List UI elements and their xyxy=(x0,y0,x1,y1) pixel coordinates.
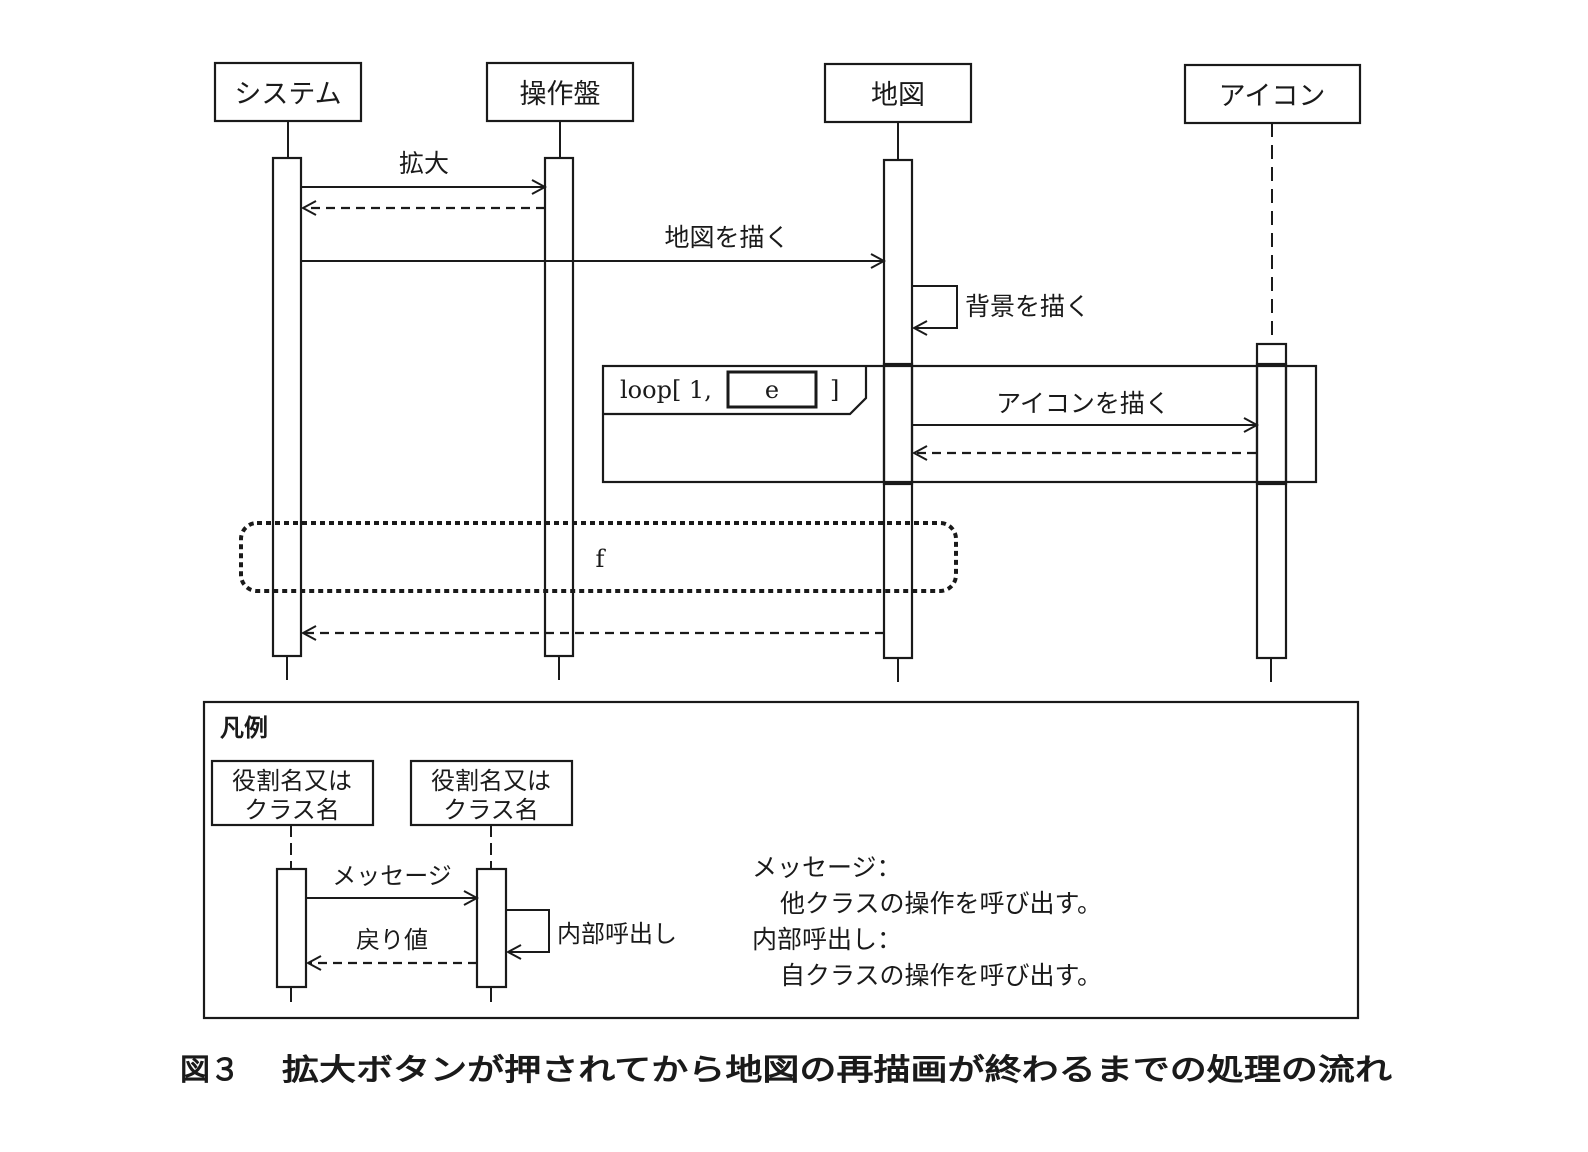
message-label-enlarge: 拡大 xyxy=(399,149,449,178)
legend-lifeline-text: クラス名 xyxy=(443,796,539,824)
blank-f-label: f xyxy=(596,545,607,573)
lifeline-icon: アイコン xyxy=(1183,63,1362,682)
legend-desc-line: メッセージ： xyxy=(752,853,902,882)
activation-bar-panel xyxy=(543,156,575,658)
legend-lifeline-head-1 xyxy=(210,759,375,827)
activation-bar-icon xyxy=(1255,342,1288,660)
legend-lifeline-text: 役割名又は xyxy=(232,767,352,795)
blank-f-box xyxy=(239,521,958,593)
loop-label-tab xyxy=(603,366,868,416)
loop-prefix: loop[ 1, xyxy=(620,376,712,404)
lifeline-head-system xyxy=(213,61,363,123)
message-label-draw-map: 地図を描く xyxy=(664,223,789,252)
legend-activation-bar-2 xyxy=(475,867,508,989)
legend-activation-bar-1 xyxy=(275,867,308,989)
lifeline-head-panel xyxy=(485,61,635,123)
activation-bar-map xyxy=(882,158,914,660)
lifeline-label-map: 地図 xyxy=(871,80,925,111)
blank-e-label: e xyxy=(765,376,779,404)
legend-lifeline-head-2 xyxy=(409,759,574,827)
legend: 凡例 役割名又は クラス名 役割名又は クラス名 メッセージ 戻り値 内部呼出し… xyxy=(202,700,1360,1020)
lifeline-label-icon: アイコン xyxy=(1219,81,1326,112)
legend-desc-line: 他クラスの操作を呼び出す。 xyxy=(780,889,1102,918)
legend-return-label: 戻り値 xyxy=(356,926,428,954)
loop-suffix: ] xyxy=(830,376,839,404)
blank-e-box xyxy=(726,370,818,409)
legend-lifeline-text: クラス名 xyxy=(244,796,340,824)
lifeline-system: システム xyxy=(213,61,363,680)
lifeline-panel: 操作盤 xyxy=(485,61,635,680)
message-label-draw-icon: アイコンを描く xyxy=(996,389,1170,418)
lifeline-label-system: システム xyxy=(234,79,341,110)
loop-frame xyxy=(601,364,1318,484)
loop-fragment: loop[ 1, e ] xyxy=(601,364,1318,484)
legend-self-call-arrow xyxy=(506,909,550,952)
legend-frame xyxy=(202,700,1360,1020)
lifeline-head-map xyxy=(823,62,973,124)
activation-bar-system xyxy=(271,156,303,658)
legend-desc-line: 内部呼出し： xyxy=(752,925,902,954)
self-call-draw-background xyxy=(912,285,958,328)
legend-self-call-label: 内部呼出し xyxy=(557,920,677,948)
figure-number: 図３ xyxy=(180,1053,240,1088)
message-label-draw-background: 背景を描く xyxy=(965,292,1090,321)
legend-desc-line: 自クラスの操作を呼び出す。 xyxy=(780,961,1102,990)
legend-title: 凡例 xyxy=(220,714,268,742)
lifeline-label-panel: 操作盤 xyxy=(520,79,601,110)
legend-message-label: メッセージ xyxy=(332,862,452,890)
figure-caption: 拡大ボタンが押されてから地図の再描画が終わるまでの処理の流れ xyxy=(282,1053,1392,1088)
legend-lifeline-text: 役割名又は xyxy=(431,767,551,795)
